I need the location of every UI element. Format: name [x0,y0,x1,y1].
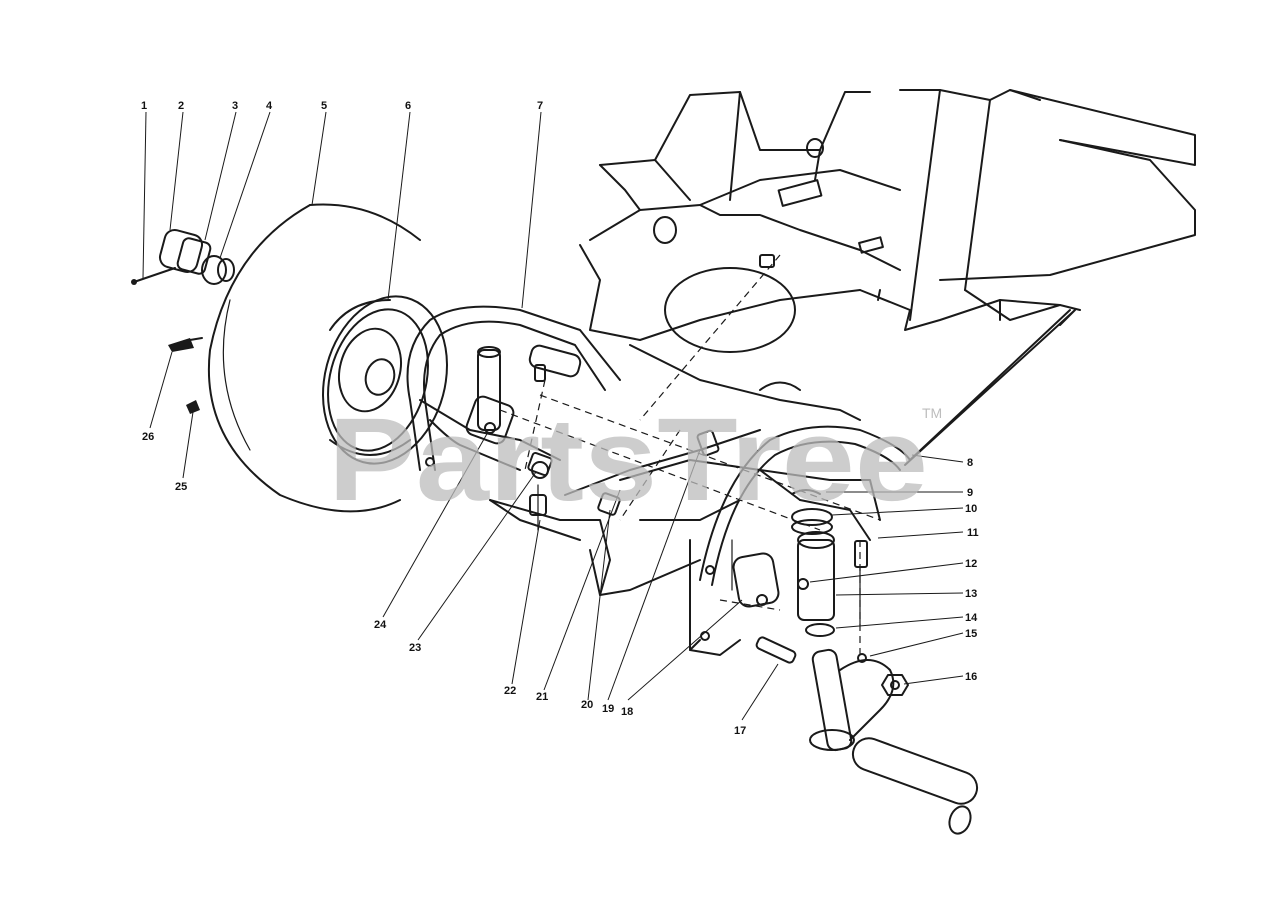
alignment-lines [499,254,881,660]
callout-17[interactable]: 17 [734,725,746,737]
callout-7[interactable]: 7 [537,100,543,112]
callout-15[interactable]: 15 [965,628,977,640]
watermark: PartsTree TM [328,394,942,526]
bolts [527,254,868,664]
callout-1[interactable]: 1 [141,100,147,112]
left-spindle [419,344,582,471]
callout-8[interactable]: 8 [967,457,973,469]
callout-11[interactable]: 11 [967,527,979,539]
callout-16[interactable]: 16 [965,671,977,683]
callout-4[interactable]: 4 [266,100,273,112]
callout-9[interactable]: 9 [967,487,973,499]
callout-3[interactable]: 3 [232,100,238,112]
callout-20[interactable]: 20 [581,699,593,711]
callout-24[interactable]: 24 [374,619,387,631]
callout-13[interactable]: 13 [965,588,977,600]
chassis-frame [579,89,1196,421]
front-wheel-tire [207,203,421,513]
watermark-brand: PartsTree [328,394,928,526]
axle-bracket [489,429,881,656]
callout-5[interactable]: 5 [321,100,327,112]
callout-14[interactable]: 14 [965,612,978,624]
callout-leaders [142,111,964,721]
right-spindle [732,489,979,835]
callout-2[interactable]: 2 [178,100,184,112]
valve-stem [168,337,203,414]
callout-26[interactable]: 26 [142,431,154,443]
callout-labels: 1 2 3 4 5 6 7 8 9 10 11 12 13 14 15 16 1… [141,100,979,737]
callout-6[interactable]: 6 [405,100,411,112]
callout-18[interactable]: 18 [621,706,633,718]
callout-12[interactable]: 12 [965,558,977,570]
callout-22[interactable]: 22 [504,685,516,697]
steering-tie-rod-left [406,305,621,471]
watermark-trademark: TM [922,405,942,421]
callout-19[interactable]: 19 [602,703,614,715]
callout-21[interactable]: 21 [536,691,548,703]
steering-tie-rod-right [699,309,1076,586]
callout-23[interactable]: 23 [409,642,421,654]
hub-parts [131,228,235,285]
callout-10[interactable]: 10 [965,503,977,515]
callout-25[interactable]: 25 [175,481,187,493]
wheel-rim [322,295,448,465]
